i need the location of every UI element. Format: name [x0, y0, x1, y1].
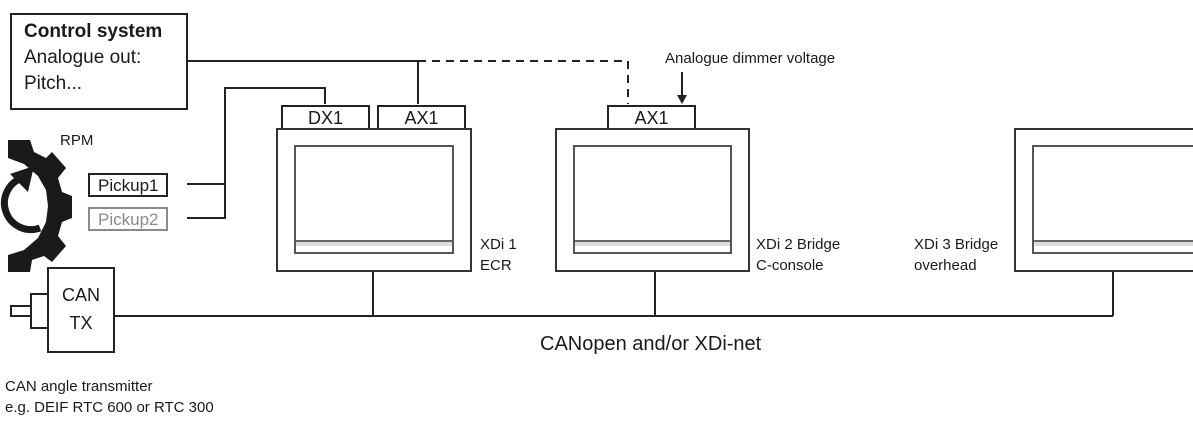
bus-label: CANopen and/or XDi-net: [540, 333, 762, 355]
control-system-title: Control system: [24, 21, 163, 42]
dimmer-label: Analogue dimmer voltage: [665, 50, 836, 67]
rotation-arrow-icon: [0, 174, 42, 234]
xdi2-location: C-console: [756, 257, 824, 274]
analogue-line: [188, 60, 419, 104]
can-tx-shaft: [10, 305, 32, 317]
can-tx-box: CAN TX: [47, 267, 115, 353]
xdi2-name: XDi 2 Bridge: [756, 236, 841, 253]
xdi-display-1: [276, 128, 472, 272]
gear-icon: [8, 140, 72, 272]
xdi-display-2: [555, 128, 750, 272]
analogue-dashed-line: [418, 60, 629, 104]
control-system-line2: Pitch...: [24, 73, 83, 94]
xdi3-location: overhead: [914, 257, 977, 274]
dimmer-arrow-icon: [677, 72, 687, 104]
rpm-label: RPM: [60, 132, 94, 149]
ax1-port-1: AX1: [377, 105, 466, 129]
pickup1-box: Pickup1: [88, 173, 169, 197]
rotation-arrow-head: [10, 166, 34, 192]
dx1-line: [187, 87, 326, 185]
control-system-line1: Analogue out:: [24, 47, 142, 68]
can-tx-caption2: e.g. DEIF RTC 600 or RTC 300: [5, 399, 214, 416]
xdi1-name: XDi 1: [480, 236, 517, 253]
pickup2-box: Pickup2: [88, 207, 169, 231]
can-tx-caption1: CAN angle transmitter: [5, 378, 153, 395]
xdi1-location: ECR: [480, 257, 512, 274]
xdi-display-3: [1014, 128, 1193, 272]
control-system-box: Control system Analogue out: Pitch...: [10, 13, 188, 110]
ax1-port-2: AX1: [607, 105, 696, 129]
can-tx-line2: TX: [69, 313, 93, 333]
dx1-port: DX1: [281, 105, 370, 129]
can-tx-line1: CAN: [61, 285, 100, 305]
pickup2-line: [187, 184, 226, 219]
xdi3-name: XDi 3 Bridge: [914, 236, 999, 253]
